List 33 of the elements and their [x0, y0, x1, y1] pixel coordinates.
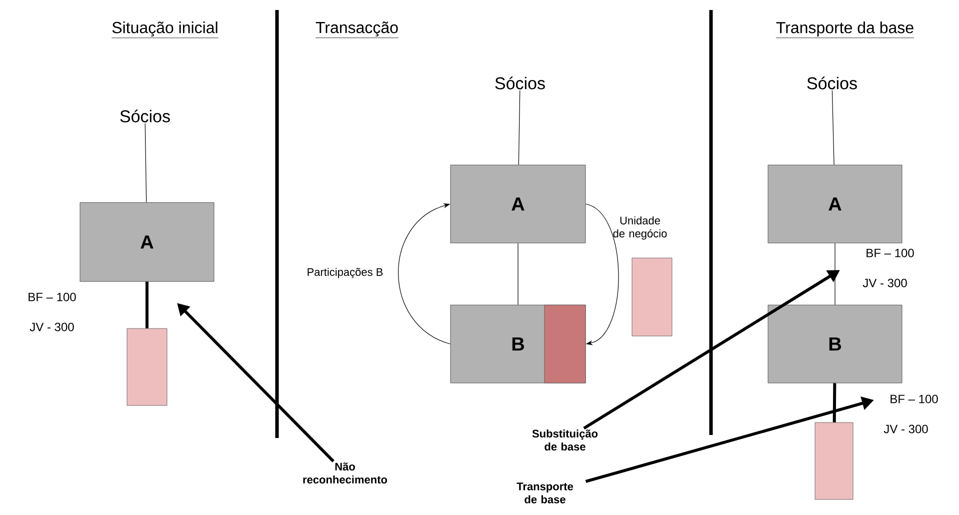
- connector-line: [146, 282, 148, 328]
- connector-line: [832, 383, 836, 422]
- callout-text: Transporte de base: [516, 482, 574, 504]
- company-box: A: [450, 164, 586, 244]
- company-box: A: [768, 164, 902, 244]
- business-unit-box: [814, 422, 854, 500]
- shaded-segment: [544, 304, 586, 384]
- partners-label: Sócios: [807, 76, 857, 90]
- connector-line: [144, 123, 147, 203]
- partners-label: Sócios: [120, 110, 170, 122]
- section-heading: Transacção: [315, 22, 399, 38]
- arrow: [398, 203, 451, 344]
- value-label: BF – 100: [864, 248, 916, 258]
- callout-text: Não reconhecimento: [303, 462, 388, 484]
- business-unit-box: [632, 258, 672, 336]
- value-label: JV - 300: [28, 322, 76, 332]
- section-heading: Situação inicial: [111, 22, 219, 38]
- value-label: BF – 100: [26, 292, 78, 302]
- callout-text: Substituição de base: [532, 429, 598, 451]
- edge-label: Participações B: [306, 266, 384, 280]
- value-label: JV - 300: [882, 424, 930, 434]
- box-caption: Unidade de negócio: [613, 216, 667, 240]
- arrow: [585, 204, 619, 346]
- company-box: B: [768, 304, 902, 384]
- value-label: BF – 100: [888, 394, 940, 404]
- company-box: A: [80, 202, 214, 282]
- connector-line: [832, 90, 834, 166]
- connector-line: [518, 90, 520, 166]
- value-label: JV - 300: [862, 278, 908, 288]
- business-unit-box: [126, 328, 168, 406]
- connector-line: [834, 242, 836, 306]
- section-heading: Transporte da base: [776, 22, 914, 38]
- partners-label: Sócios: [495, 76, 545, 90]
